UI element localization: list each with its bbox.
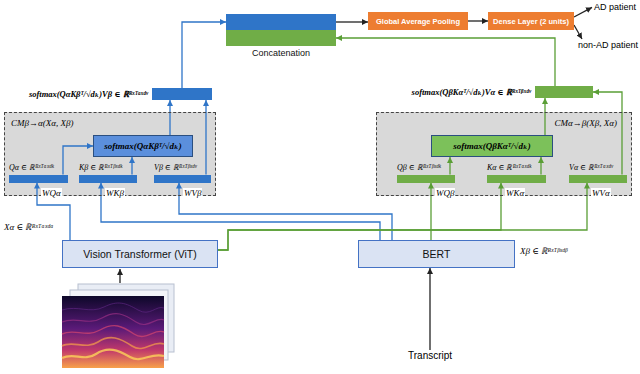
tensor-label: Kβ ∈ ℝᴮˣᵀᵝˣᵈᵏ — [79, 163, 137, 173]
key-tensor: Kα ∈ ℝᴮˣᵀᵅˣᵈᵏ — [487, 163, 546, 183]
connector — [336, 38, 555, 86]
weight-label: WKβ — [105, 188, 125, 199]
tensor-label: softmax(QβKαᵀ/√dₖ)Vα ∈ ℝᴮˣᵀᵝˣᵈᵛ — [412, 87, 531, 97]
attention-formula: softmax(QαKβᵀ/√dₖ) — [104, 141, 182, 152]
module-label: CMα→β(Xβ, Xα) — [555, 118, 617, 129]
tensor-bar — [154, 175, 211, 183]
input-tensor-label: Xβ ∈ ℝᴮˣᵀᵝˣᵈᵝ — [520, 246, 567, 257]
value-tensor: Vα ∈ ℝᴮˣᵀᵅˣᵈᵛ — [569, 163, 627, 183]
connector — [430, 183, 431, 240]
input-tensor-label: Xα ∈ ℝᴮˣᵀᵅˣᵈᵅ — [4, 222, 54, 233]
harmonic — [62, 338, 164, 349]
label-holder: Xβ ∈ ℝᴮˣᵀᵝˣᵈᵝ — [520, 246, 567, 257]
tensor-label: Qβ ∈ ℝᴮˣᵀᵝˣᵈᵏ — [397, 163, 455, 173]
connector — [101, 183, 380, 240]
class-label: AD patient — [594, 2, 636, 13]
label-holder: WVα — [591, 188, 611, 199]
connector — [540, 157, 541, 175]
label-holder: WKβ — [105, 188, 125, 199]
weight-label: WVβ — [183, 188, 202, 199]
value-tensor: Vβ ∈ ℝᴮˣᵀᵝˣᵈᵛ — [154, 163, 211, 183]
connector — [574, 7, 592, 17]
pooling-box: Global Average Pooling — [368, 12, 468, 30]
encoder-box: BERT — [358, 240, 515, 268]
plain-label: AD patient — [594, 2, 636, 13]
harmonic — [62, 326, 164, 337]
attention-box: softmax(QβKαᵀ/√dₖ) — [431, 135, 553, 157]
weight-label: WKα — [505, 188, 525, 199]
harmonic — [62, 350, 164, 360]
label-holder: WQα — [41, 188, 62, 199]
connector — [131, 157, 132, 175]
encoder-box: Vision Transformer (ViT) — [62, 240, 218, 268]
key-tensor: Kβ ∈ ℝᴮˣᵀᵝˣᵈᵏ — [79, 163, 137, 183]
box-caption: Concatenation — [226, 48, 336, 59]
input-arrow — [119, 269, 120, 283]
label-holder: WQβ — [435, 188, 455, 199]
plain-label: non-AD patient — [578, 40, 638, 51]
tensor-label: Vβ ∈ ℝᴮˣᵀᵝˣᵈᵛ — [154, 163, 211, 173]
label-holder: WKα — [505, 188, 525, 199]
weight-label: WVα — [591, 188, 611, 199]
tensor-bar — [535, 86, 593, 98]
dense-box: Dense Layer (2 units) — [488, 12, 574, 30]
cross-modal-block: CMβ→α(Xα, Xβ) softmax(QαKβᵀ/√dₖ) Qα ∈ ℝᴮˣᵀ… — [4, 112, 216, 196]
label-holder: CMα→β(Xβ, Xα) — [555, 118, 617, 129]
box-label: Vision Transformer (ViT) — [83, 248, 196, 261]
attention-formula: softmax(QβKαᵀ/√dₖ) — [453, 141, 531, 152]
spectrogram — [62, 296, 164, 368]
harmonic — [62, 314, 164, 325]
label-holder: Xα ∈ ℝᴮˣᵀᵅˣᵈᵅ — [4, 222, 54, 233]
box-label: BERT — [423, 248, 451, 261]
connector — [179, 183, 392, 240]
box-label: Global Average Pooling — [376, 17, 460, 26]
weight-label: WQα — [41, 188, 62, 199]
tensor-bar — [397, 175, 455, 183]
connector — [468, 20, 488, 21]
tensor-bar — [487, 175, 546, 183]
tensor-label: Vα ∈ ℝᴮˣᵀᵅˣᵈᵛ — [569, 163, 627, 173]
connector — [544, 98, 545, 135]
connector — [182, 22, 226, 88]
connector — [449, 157, 450, 175]
label-holder: WVβ — [183, 188, 202, 199]
input-label: Transcript — [408, 350, 452, 362]
weight-label: WQβ — [435, 188, 455, 199]
tensor-label: softmax(QαKβᵀ/√dₖ)Vβ ∈ ℝᴮˣᵀᵅˣᵈᵛ — [29, 89, 148, 99]
tensor-label: Kα ∈ ℝᴮˣᵀᵅˣᵈᵏ — [487, 163, 546, 173]
connector — [574, 25, 582, 39]
concat-fill — [226, 14, 336, 46]
harmonic — [62, 303, 164, 312]
tensor-bar — [9, 175, 68, 183]
connector — [593, 92, 622, 175]
tensor-bar — [152, 88, 212, 100]
connector — [169, 100, 170, 135]
module-label: CMβ→α(Xα, Xβ) — [11, 118, 73, 129]
query-tensor: Qα ∈ ℝᴮˣᵀᵅˣᵈᵏ — [9, 163, 68, 183]
concat-block: Concatenation — [226, 14, 336, 59]
class-label: non-AD patient — [578, 40, 638, 51]
plain-label: Transcript — [408, 350, 452, 362]
attention-box: softmax(QαKβᵀ/√dₖ) — [93, 135, 193, 157]
output-tensor: softmax(QβKαᵀ/√dₖ)Vα ∈ ℝᴮˣᵀᵝˣᵈᵛ — [412, 86, 593, 98]
tensor-label: Qα ∈ ℝᴮˣᵀᵅˣᵈᵏ — [9, 163, 68, 173]
label-holder: CMβ→α(Xα, Xβ) — [11, 118, 73, 129]
query-tensor: Qβ ∈ ℝᴮˣᵀᵝˣᵈᵏ — [397, 163, 455, 183]
box-label: Dense Layer (2 units) — [493, 17, 569, 26]
output-tensor: softmax(QαKβᵀ/√dₖ)Vβ ∈ ℝᴮˣᵀᵅˣᵈᵛ — [29, 88, 212, 100]
tensor-bar — [79, 175, 137, 183]
tensor-bar — [569, 175, 627, 183]
connector — [429, 268, 430, 350]
cross-modal-block: CMα→β(Xβ, Xα) softmax(QβKαᵀ/√dₖ) Qβ ∈ ℝᴮˣᵀ… — [376, 112, 632, 196]
connector — [336, 21, 368, 22]
